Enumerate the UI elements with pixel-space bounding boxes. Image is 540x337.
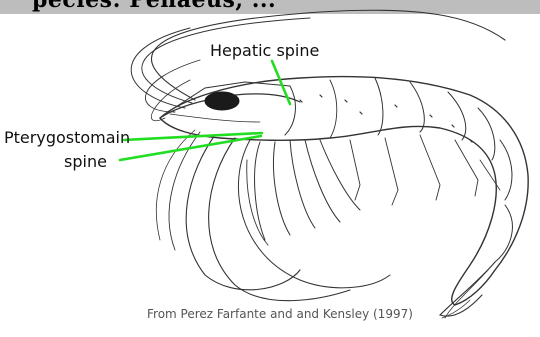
eye	[205, 92, 239, 110]
shrimp-body	[160, 77, 528, 305]
leg	[209, 138, 350, 301]
label-hepatic-spine: Hepatic spine	[210, 41, 319, 60]
label-pterygostomain: Pterygostomain	[4, 128, 130, 147]
hepatic-pointer	[272, 61, 290, 104]
leg	[238, 140, 390, 288]
antenna-3	[131, 28, 190, 108]
leg	[186, 135, 300, 290]
image-credit: From Perez Farfante and and Kensley (199…	[147, 307, 413, 321]
label-pterygostomain-spine: spine	[64, 152, 107, 171]
antenna-1	[151, 10, 505, 100]
